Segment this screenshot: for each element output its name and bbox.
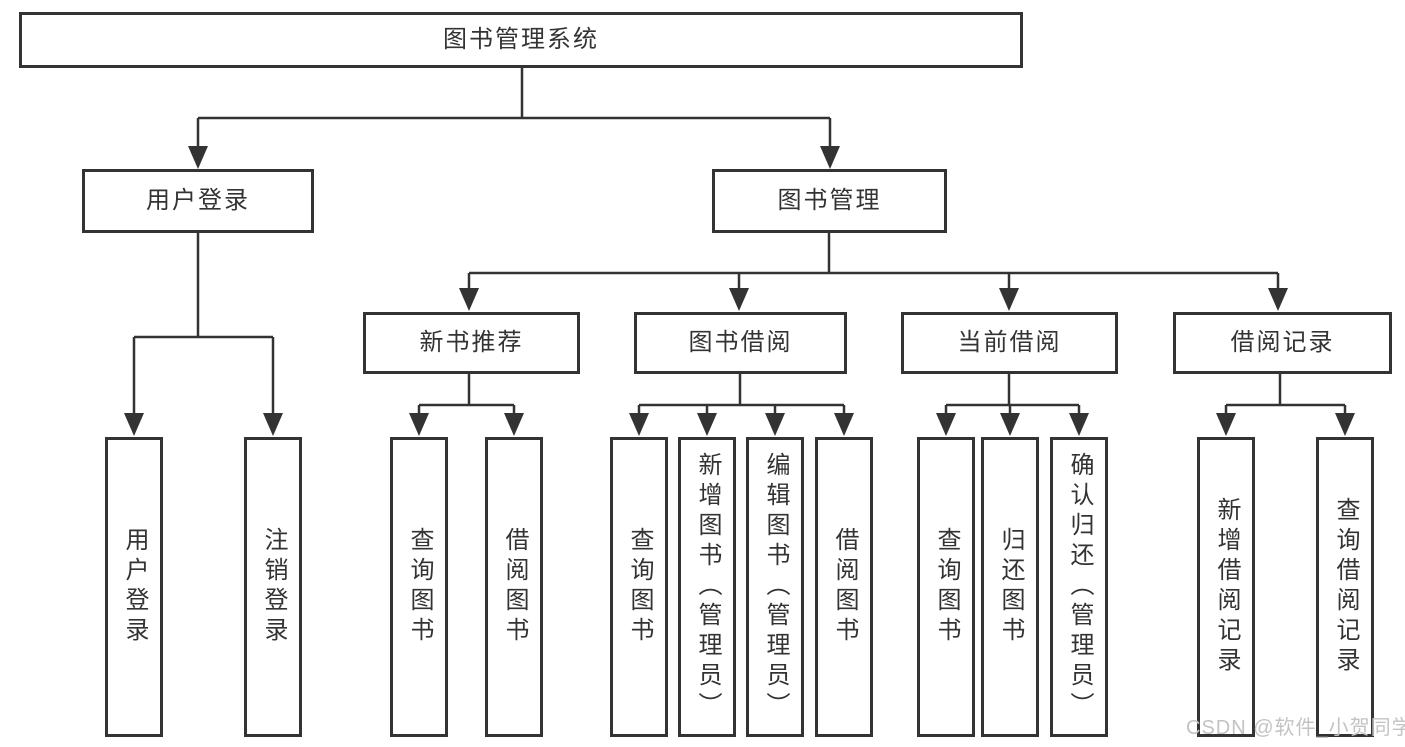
leaf-borrow-book-rec: 借阅图书 bbox=[485, 437, 543, 737]
leaf-query-book-current-label: 查询图书 bbox=[933, 527, 960, 647]
leaf-add-borrow-record-label: 新增借阅记录 bbox=[1213, 497, 1240, 677]
node-book-mgmt: 图书管理 bbox=[712, 169, 947, 233]
branch-new-book-rec bbox=[409, 374, 524, 436]
branch-root bbox=[188, 68, 840, 169]
leaf-query-book-rec: 查询图书 bbox=[390, 437, 448, 737]
leaf-query-book-borrow-label: 查询图书 bbox=[626, 527, 653, 647]
branch-book-borrow bbox=[629, 374, 854, 436]
node-new-book-rec-label: 新书推荐 bbox=[419, 329, 524, 356]
branch-current-borrow bbox=[936, 374, 1089, 436]
leaf-return-book-label: 归还图书 bbox=[997, 527, 1024, 647]
leaf-confirm-return-admin: 确认归还（管理员） bbox=[1050, 437, 1108, 737]
node-current-borrow: 当前借阅 bbox=[901, 312, 1118, 374]
branch-book-mgmt bbox=[459, 233, 1288, 311]
connector-line bbox=[469, 233, 1278, 275]
connector-line bbox=[134, 233, 273, 339]
node-root-label: 图书管理系统 bbox=[443, 26, 599, 53]
node-borrow-records: 借阅记录 bbox=[1173, 312, 1392, 374]
leaf-query-book-rec-label: 查询图书 bbox=[406, 527, 433, 647]
leaf-edit-book-admin-label: 编辑图书（管理员） bbox=[762, 452, 789, 722]
leaf-add-book-admin: 新增图书（管理员） bbox=[678, 437, 736, 737]
leaf-add-borrow-record: 新增借阅记录 bbox=[1197, 437, 1255, 737]
node-new-book-rec: 新书推荐 bbox=[363, 312, 580, 374]
connector-line bbox=[1226, 374, 1345, 407]
watermark-text: CSDN @软件_小贺同学 bbox=[1186, 717, 1405, 739]
node-root: 图书管理系统 bbox=[19, 12, 1023, 68]
leaf-query-book-borrow: 查询图书 bbox=[610, 437, 668, 737]
leaf-borrow-book-rec-label: 借阅图书 bbox=[501, 527, 528, 647]
node-current-borrow-label: 当前借阅 bbox=[957, 329, 1062, 356]
connector-line bbox=[198, 68, 830, 120]
leaf-add-book-admin-label: 新增图书（管理员） bbox=[694, 452, 721, 722]
leaf-logout-label: 注销登录 bbox=[260, 527, 287, 647]
leaf-logout: 注销登录 bbox=[244, 437, 302, 737]
leaf-user-login-label: 用户登录 bbox=[121, 527, 148, 647]
node-book-borrow: 图书借阅 bbox=[634, 312, 847, 374]
leaf-query-book-current: 查询图书 bbox=[917, 437, 975, 737]
node-book-borrow-label: 图书借阅 bbox=[688, 329, 793, 356]
node-borrow-records-label: 借阅记录 bbox=[1230, 329, 1335, 356]
leaf-edit-book-admin: 编辑图书（管理员） bbox=[746, 437, 804, 737]
connector-line bbox=[639, 374, 844, 407]
leaf-query-borrow-record-label: 查询借阅记录 bbox=[1332, 497, 1359, 677]
leaf-return-book: 归还图书 bbox=[981, 437, 1039, 737]
connector-line bbox=[946, 374, 1079, 407]
leaf-query-borrow-record: 查询借阅记录 bbox=[1316, 437, 1374, 737]
node-book-mgmt-label: 图书管理 bbox=[777, 187, 882, 214]
leaf-user-login: 用户登录 bbox=[105, 437, 163, 737]
node-user-login-label: 用户登录 bbox=[146, 187, 250, 214]
connector-line bbox=[419, 374, 514, 407]
leaf-borrow-book-label: 借阅图书 bbox=[831, 527, 858, 647]
leaf-confirm-return-admin-label: 确认归还（管理员） bbox=[1066, 452, 1093, 722]
branch-borrow-records bbox=[1216, 374, 1355, 436]
branch-user-login bbox=[124, 233, 283, 436]
node-user-login: 用户登录 bbox=[82, 169, 314, 233]
leaf-borrow-book: 借阅图书 bbox=[815, 437, 873, 737]
